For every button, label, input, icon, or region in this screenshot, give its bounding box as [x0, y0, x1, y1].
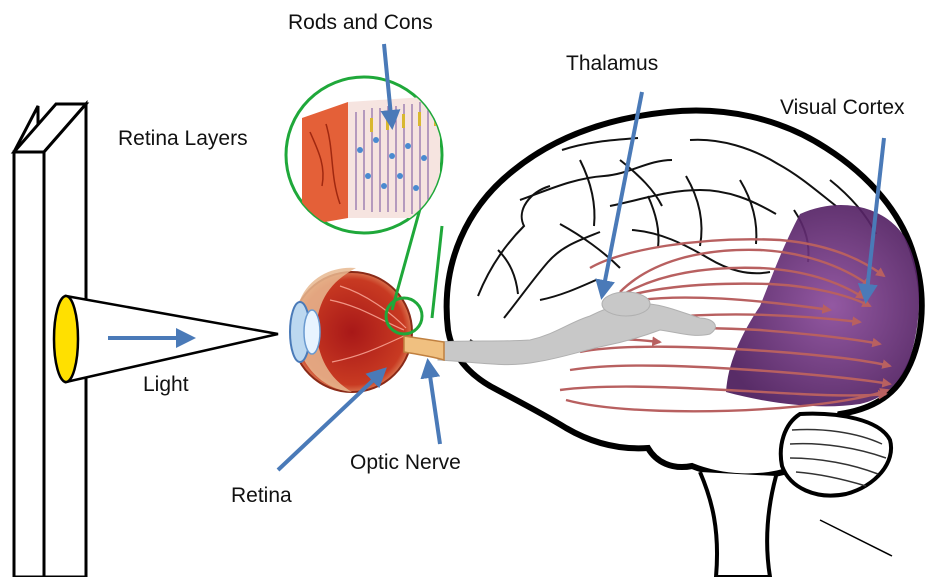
thalamus-shape — [602, 292, 650, 316]
light-source — [54, 296, 78, 382]
label-thalamus: Thalamus — [566, 52, 658, 76]
label-visual-cortex: Visual Cortex — [780, 96, 905, 120]
label-optic-nerve: Optic Nerve — [350, 451, 461, 475]
optic-nerve-arrow — [428, 362, 440, 444]
lens — [304, 310, 320, 354]
label-retina: Retina — [231, 484, 292, 508]
eye — [290, 268, 444, 392]
label-light: Light — [143, 373, 189, 397]
light-cone — [54, 296, 278, 382]
label-retina-layers: Retina Layers — [118, 127, 248, 151]
label-rods-and-cons: Rods and Cons — [288, 11, 433, 35]
